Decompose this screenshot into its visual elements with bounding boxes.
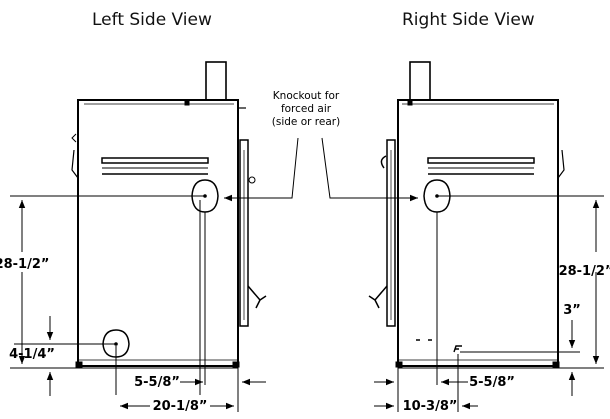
- left-forced-air-knockout: [191, 179, 219, 213]
- left-height-4-label: 4-1/4”: [9, 347, 55, 362]
- right-offset-10-label: 10-3/8”: [403, 399, 458, 414]
- left-height-28-label: 28-1/2”: [0, 257, 49, 272]
- left-door-profile: [239, 139, 249, 327]
- callout-line-3: (side or rear): [272, 116, 340, 128]
- left-door-handle: [247, 285, 267, 309]
- left-outside-air-knockout: [102, 329, 130, 358]
- left-flue-pipe: [205, 61, 227, 101]
- right-stove: [368, 61, 565, 368]
- right-flue-pipe: [409, 61, 431, 101]
- callout-line-2: forced air: [281, 103, 332, 115]
- left-stove: [71, 61, 267, 368]
- left-stove-body: [77, 99, 239, 367]
- right-dimensions: [374, 195, 604, 412]
- right-offset-5-label: 5-5/8”: [469, 375, 515, 390]
- left-heat-shield-bar: [101, 157, 209, 164]
- right-heat-shield-bar: [427, 157, 535, 164]
- left-offset-5-label: 5-5/8”: [134, 375, 180, 390]
- left-offset-20-label: 20-1/8”: [153, 399, 208, 414]
- left-view-title: Left Side View: [92, 10, 212, 30]
- right-door-handle: [368, 285, 388, 309]
- right-height-3-label: 3”: [563, 303, 581, 318]
- right-door-profile: [386, 139, 396, 327]
- right-view-title: Right Side View: [402, 10, 535, 30]
- left-dimensions: [10, 195, 266, 412]
- right-stove-body: [397, 99, 559, 367]
- right-height-28-label: 28-1/2”: [559, 264, 610, 279]
- knockout-callout-arrows: [224, 137, 418, 202]
- right-gas-inlet-fitting: [453, 345, 462, 353]
- callout-line-1: Knockout for: [273, 90, 340, 102]
